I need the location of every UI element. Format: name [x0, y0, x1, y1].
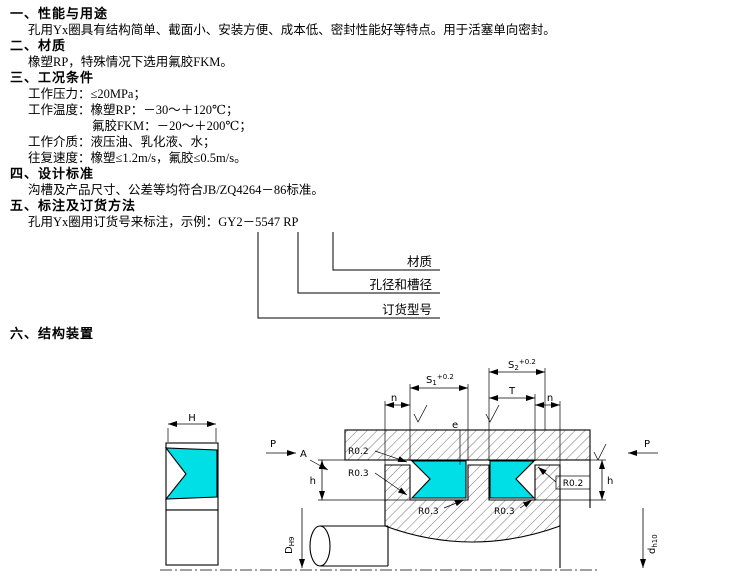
assembly-view: S2+0.2 S1+0.2 T n n — [160, 358, 659, 571]
speed-line: 往复速度：橡塑≤1.2m/s，氟胶≤0.5m/s。 — [28, 151, 247, 165]
a-leader — [309, 459, 329, 471]
bore-diameter-label: DH9 — [284, 508, 305, 568]
dimension-s2: S2+0.2 — [488, 358, 546, 461]
dim-label-D: DH9 — [284, 537, 296, 554]
fkm-temperature-line: 氟胶FKM：－20～＋200℃； — [92, 119, 252, 133]
radius-label-r03-mid: R0.3 — [418, 507, 439, 517]
radius-label-r02-left: R0.2 — [348, 447, 369, 457]
r02-left-leader — [374, 450, 408, 463]
ordering-example-line: 孔用Yx圈用订货号来标注，示例：GY2－5547 RP — [28, 215, 299, 229]
dim-label-d: dh10 — [647, 534, 659, 554]
working-temperature-line: 工作温度：橡塑RP：－30～＋120℃； — [28, 103, 239, 117]
radius-label-r03-right: R0.3 — [494, 507, 515, 517]
callout-label-model: 订货型号 — [382, 302, 432, 317]
dim-label-S2: S2+0.2 — [508, 358, 536, 372]
callout-label-diameter: 孔径和槽径 — [369, 278, 432, 292]
roughness-mark-groove-left — [413, 404, 428, 423]
piston-rod — [309, 525, 389, 567]
radius-label-r02-right: R0.2 — [563, 479, 584, 489]
callout-lines — [257, 232, 440, 319]
structure-drawing: H S2+0.2 S1+0.2 T — [160, 358, 659, 571]
roughness-mark-bore — [593, 443, 607, 461]
dimension-e: e — [452, 420, 461, 465]
roughness-mark-groove-right — [485, 404, 500, 423]
working-pressure-line: 工作压力：≤20MPa； — [28, 87, 146, 101]
ordering-callout-diagram: 材质 孔径和槽径 订货型号 — [257, 232, 440, 319]
radius-callouts: R0.2 R0.3 R0.3 R0.3 R0.2 — [348, 447, 591, 517]
dim-label-h-right: h — [607, 476, 613, 487]
section-6-heading: 六、结构装置 — [10, 326, 95, 341]
pressure-arrow-left: P — [266, 439, 296, 456]
dimension-h-right: h — [535, 459, 613, 501]
dim-label-T: T — [508, 386, 516, 397]
section-1-body: 孔用Yx圈具有结构简单、截面小、安装方便、成本低、密封性能好等特点。用于活塞单向… — [28, 23, 556, 37]
callout-label-material: 材质 — [407, 255, 432, 269]
dim-label-n-left: n — [391, 393, 397, 404]
r03-left-leader — [374, 472, 408, 496]
section-1-heading: 一、性能与用途 — [10, 6, 109, 21]
rod-end-face — [309, 525, 331, 567]
dim-label-A: A — [300, 449, 307, 460]
callout-line-model — [257, 232, 440, 319]
yx-seal-left — [410, 460, 467, 499]
dim-label-e: e — [452, 420, 458, 431]
callout-line-diameter — [297, 232, 440, 294]
dim-label-h-left: h — [310, 476, 316, 487]
section-5-heading: 五、标注及订货方法 — [10, 198, 137, 213]
seal-section-view: H — [164, 413, 219, 566]
datum-a: A — [300, 449, 329, 471]
dim-label-P-left: P — [270, 439, 276, 450]
section-2-body: 橡塑RP，特殊情况下选用氟胶FKM。 — [28, 55, 233, 69]
section-4-heading: 四、设计标准 — [10, 166, 95, 181]
callout-line-material — [332, 232, 440, 271]
section-2-heading: 二、材质 — [10, 38, 67, 53]
rod-diameter-label: dh10 — [640, 508, 659, 568]
dim-label-n-right: n — [547, 393, 553, 404]
dim-label-S1: S1+0.2 — [426, 373, 454, 387]
yx-seal-right — [489, 460, 536, 499]
cylinder-wall-section — [344, 429, 591, 461]
dim-label-P-right: P — [644, 439, 650, 450]
section-4-body: 沟槽及产品尺寸、公差等均符合JB/ZQ4264－86标准。 — [28, 183, 324, 197]
dimension-h-left: h — [310, 459, 410, 501]
working-medium-line: 工作介质：液压油、乳化液、水； — [28, 135, 216, 149]
radius-label-r03-left: R0.3 — [348, 469, 369, 479]
pressure-arrow-right: P — [628, 439, 658, 456]
dim-label-H: H — [188, 413, 196, 424]
seal-profile — [164, 447, 218, 500]
r02-right-leader — [537, 466, 557, 483]
seal-ring-body — [165, 509, 219, 566]
r03-right-leader — [519, 499, 533, 509]
section-3-heading: 三、工况条件 — [10, 70, 95, 85]
r03-mid-leader — [443, 499, 465, 509]
piston-section — [384, 464, 561, 543]
